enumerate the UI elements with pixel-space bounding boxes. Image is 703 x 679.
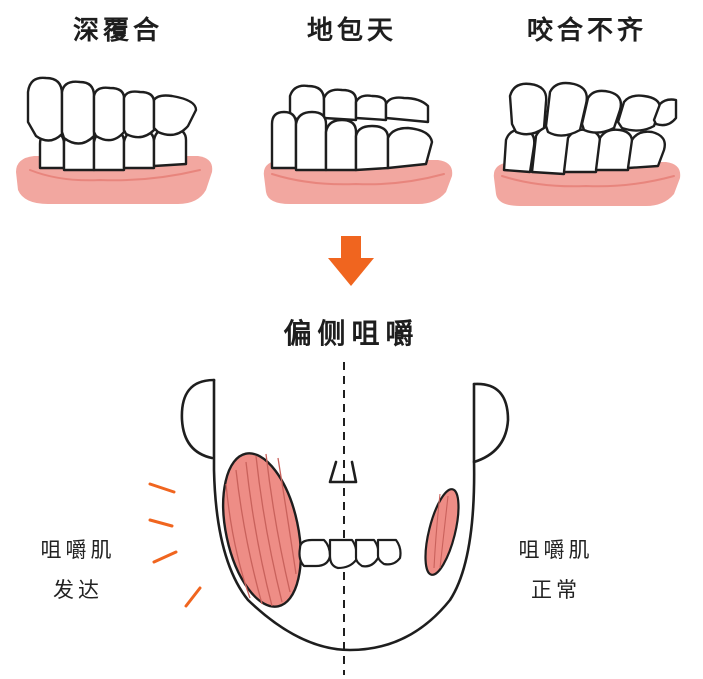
- enlarged-masseter-muscle: [222, 452, 302, 608]
- face-outline: [212, 378, 476, 652]
- caption-left-line1: 咀嚼肌: [40, 538, 116, 562]
- teeth-deep-overbite-illustration: [16, 76, 213, 204]
- label-underbite: 地包天: [306, 16, 397, 46]
- caption-masseter-normal: 咀嚼肌 正常: [506, 530, 606, 610]
- right-ear: [472, 382, 510, 464]
- caption-masseter-enlarged: 咀嚼肌 发达: [28, 530, 128, 610]
- title-unilateral-chewing: 偏侧咀嚼: [283, 317, 420, 350]
- mouth-teeth: [298, 538, 402, 570]
- caption-right-line2: 正常: [531, 578, 581, 602]
- teeth-malocclusion-illustration: [493, 81, 681, 206]
- normal-masseter-muscle: [424, 488, 460, 576]
- label-malocclusion: 咬合不齐: [526, 16, 647, 46]
- caption-right-line1: 咀嚼肌: [518, 538, 594, 562]
- left-ear: [180, 378, 216, 460]
- caption-left-line2: 发达: [53, 578, 103, 602]
- teeth-underbite-illustration: [263, 84, 453, 204]
- down-arrow-icon: [328, 236, 374, 286]
- emphasis-strokes: [148, 482, 202, 608]
- label-deep-overbite: 深覆合: [72, 16, 163, 46]
